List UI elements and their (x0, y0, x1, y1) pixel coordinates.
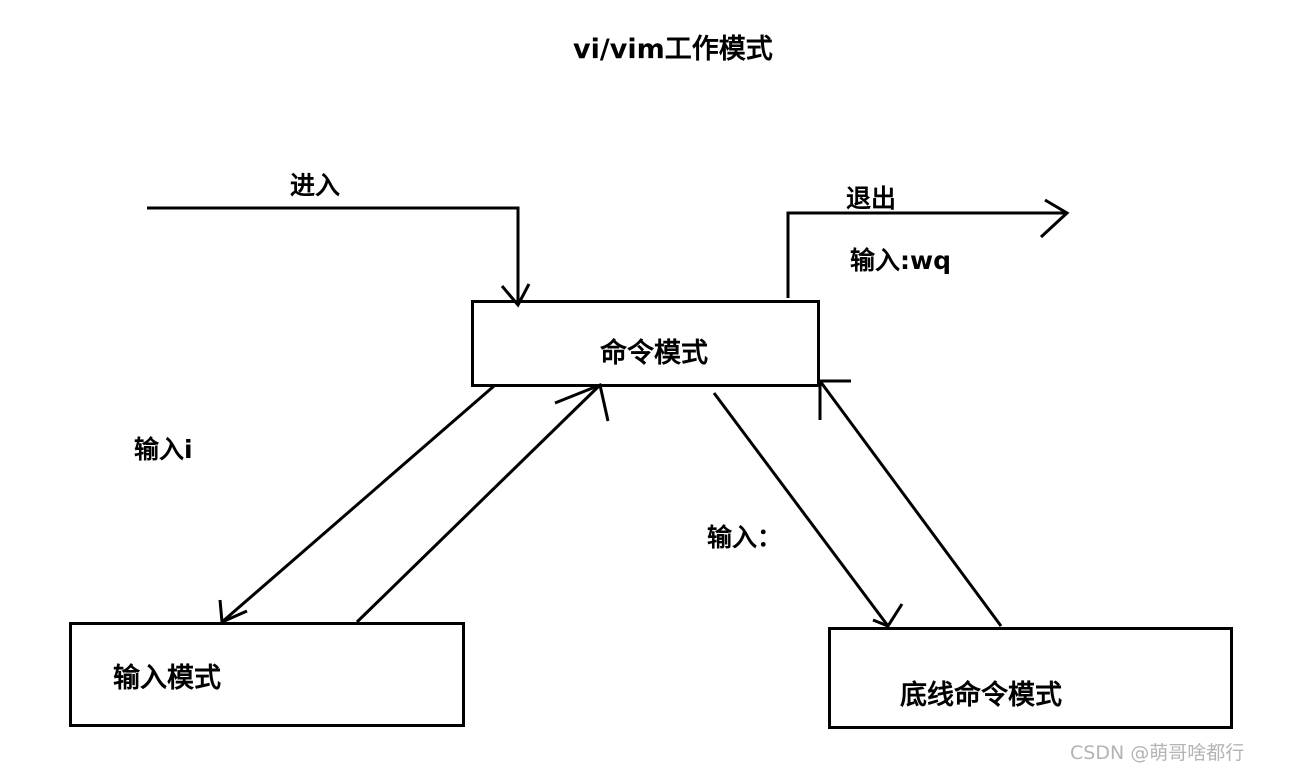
insert-mode-label: 输入模式 (113, 663, 221, 694)
enter-arrow-line (147, 206, 520, 305)
command-mode-label: 命令模式 (600, 338, 708, 369)
insert-to-command-line (355, 383, 602, 624)
watermark: CSDN @萌哥啥都行 (1070, 742, 1245, 764)
lastline-to-command-arrowhead (818, 379, 851, 420)
insert-mode-box (69, 622, 465, 727)
lastline-to-command-line (818, 380, 1003, 627)
last-line-mode-box (828, 627, 1233, 729)
command-to-lastline-arrowhead (872, 603, 904, 628)
enter-arrowhead (500, 283, 531, 308)
enter-label: 进入 (290, 171, 341, 200)
diagram-title: vi/vim工作模式 (573, 34, 773, 65)
to-insert-label: 输入i (134, 435, 193, 464)
command-mode-box (471, 300, 820, 387)
exit-arrowhead (1039, 198, 1070, 239)
exit-label: 退出 (846, 184, 897, 213)
command-to-insert-line (221, 384, 495, 624)
to-last-line-label: 输入： (707, 523, 783, 552)
exit-command-label: 输入:wq (850, 246, 951, 275)
command-to-lastline-line (712, 392, 890, 627)
last-line-mode-label: 底线命令模式 (900, 680, 1062, 711)
exit-arrow-line (786, 211, 1067, 298)
